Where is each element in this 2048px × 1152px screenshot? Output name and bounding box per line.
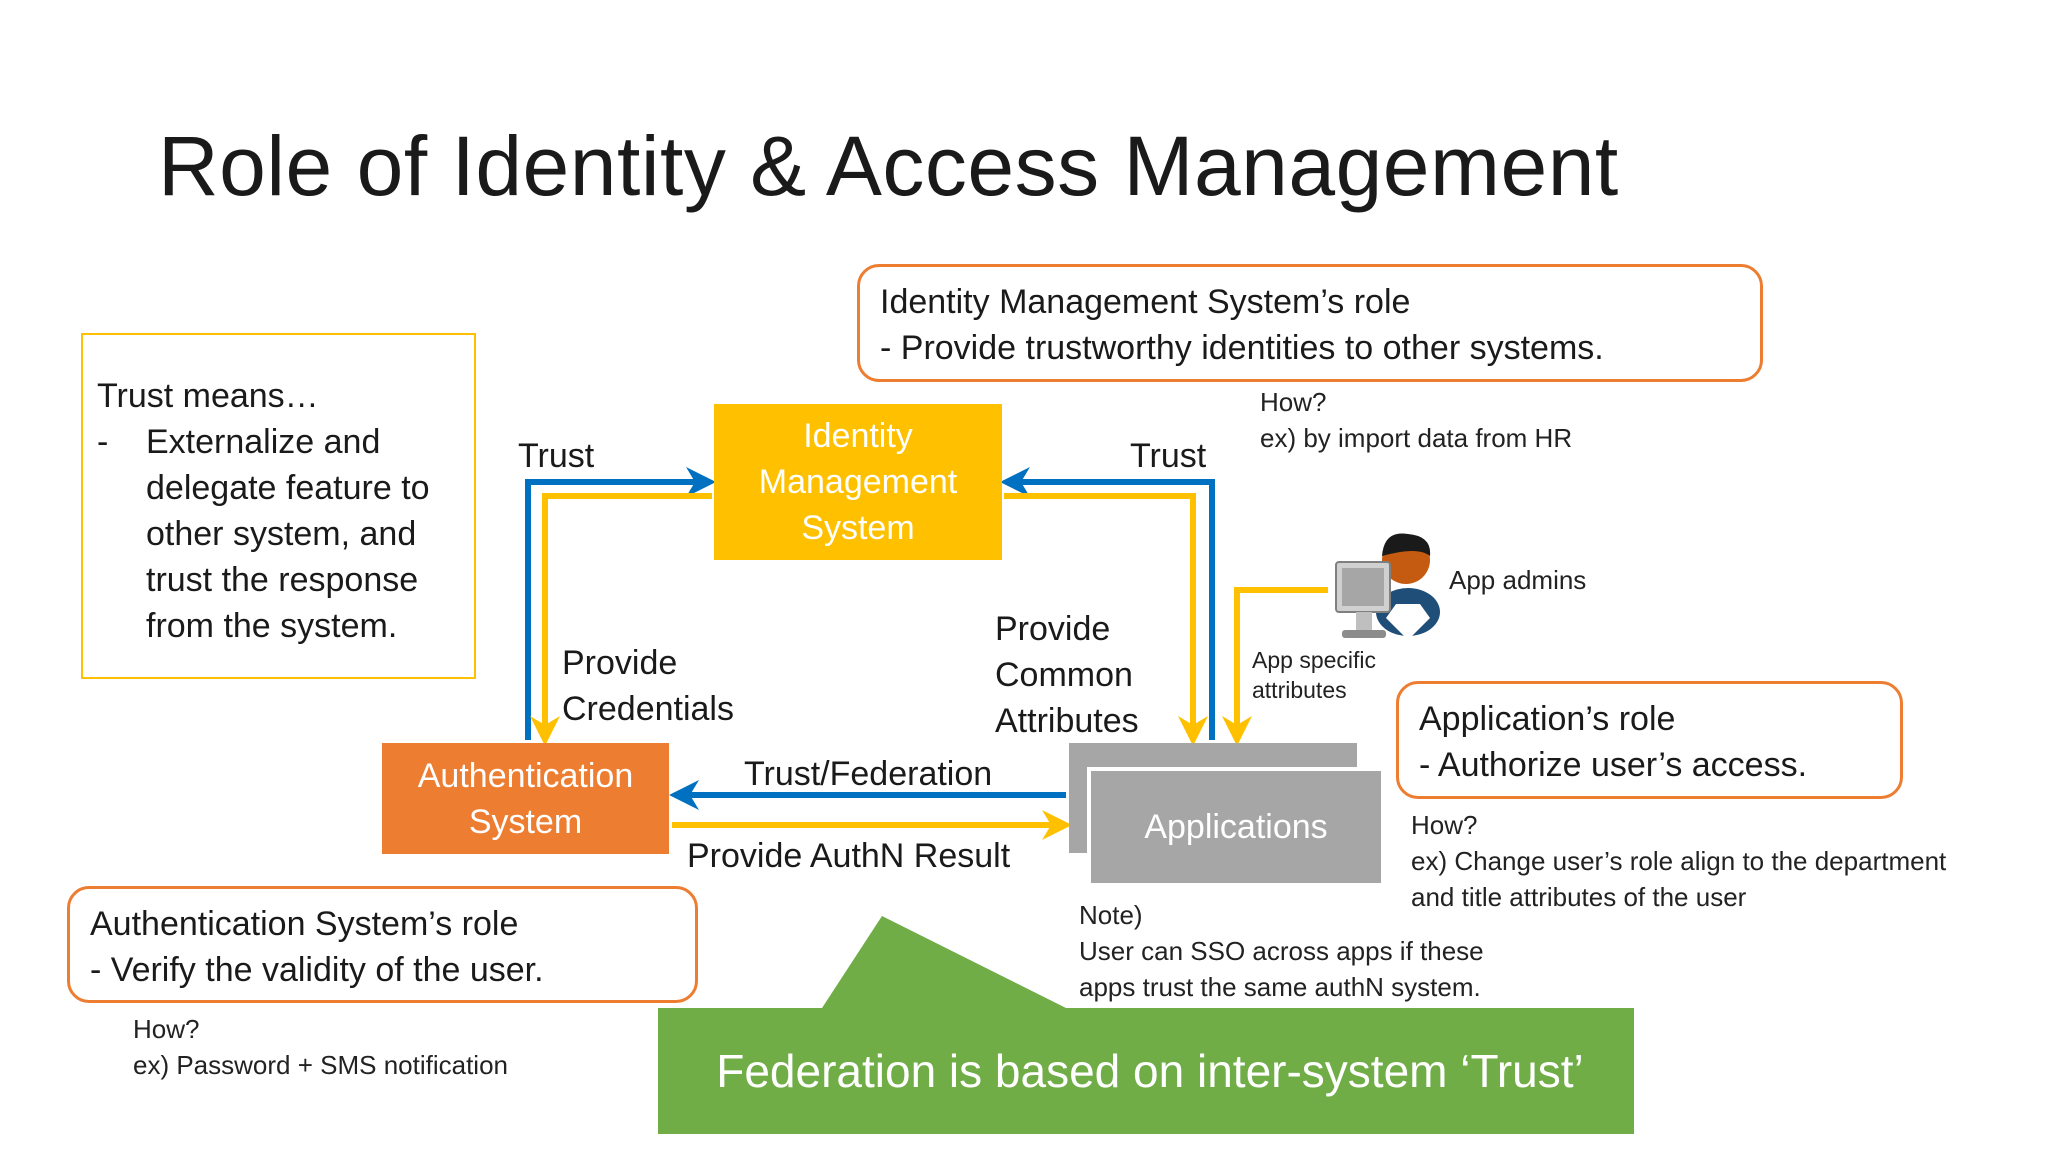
app-specific-attributes-line: attributes bbox=[1252, 677, 1347, 703]
idm-label-line: Identity bbox=[803, 417, 913, 455]
application-how-example: ex) Change user’s role align to the depa… bbox=[1411, 846, 1947, 876]
application-how-note: How? ex) Change user’s role align to the… bbox=[1411, 807, 1946, 915]
idm-how-label: How? bbox=[1260, 387, 1327, 417]
trust-arrow-left bbox=[525, 467, 716, 740]
authentication-role-title: Authentication System’s role bbox=[90, 905, 519, 943]
provide-common-attributes-label: Provide Common Attributes bbox=[995, 606, 1139, 744]
authn-label-line: Authentication bbox=[417, 756, 634, 795]
application-role-title: Application’s role bbox=[1419, 700, 1676, 738]
application-how-label: How? bbox=[1411, 810, 1478, 840]
admin-user-computer-icon bbox=[1335, 533, 1440, 640]
provide-common-attributes-arrow bbox=[1004, 493, 1208, 746]
idm-how-example: ex) by import data from HR bbox=[1260, 423, 1573, 453]
banner-shape bbox=[658, 916, 1634, 1134]
app-specific-attributes-arrow bbox=[1222, 587, 1328, 746]
trust-bullet-line: delegate feature to bbox=[146, 469, 430, 507]
authentication-role-callout: Authentication System’s role - Verify th… bbox=[67, 886, 698, 1003]
application-role-desc: - Authorize user’s access. bbox=[1419, 746, 1808, 784]
trust-bullet: - Externalize and delegate feature to ot… bbox=[97, 419, 456, 649]
applications-box: Applications bbox=[1087, 767, 1385, 887]
identity-management-system-box: Identity Management System bbox=[714, 404, 1002, 560]
trust-heading: Trust means… bbox=[97, 377, 319, 415]
idm-how-note: How? ex) by import data from HR bbox=[1260, 384, 1572, 456]
federation-banner-text: Federation is based on inter-system ‘Tru… bbox=[716, 1045, 1584, 1097]
app-specific-attributes-line: App specific bbox=[1252, 647, 1377, 673]
trust-bullet-text: Externalize and delegate feature to othe… bbox=[146, 419, 430, 649]
authentication-how-label: How? bbox=[133, 1014, 200, 1044]
trust-bullet-line: trust the response bbox=[146, 561, 419, 599]
provide-credentials-line: Credentials bbox=[562, 690, 734, 728]
idm-role-desc: - Provide trustworthy identities to othe… bbox=[880, 329, 1604, 367]
app-admins-label: App admins bbox=[1449, 565, 1587, 595]
authentication-how-note: How? ex) Password + SMS notification bbox=[133, 1011, 508, 1083]
note-text: apps trust the same authN system. bbox=[1079, 972, 1481, 1002]
trust-arrow-right bbox=[1000, 467, 1215, 740]
provide-common-attributes-line: Provide bbox=[995, 610, 1111, 648]
bullet-dash: - bbox=[97, 423, 109, 461]
applications-label: Applications bbox=[1144, 808, 1328, 846]
trust-bullet-line: from the system. bbox=[146, 607, 398, 645]
idm-label-line: System bbox=[801, 509, 915, 547]
authentication-system-box: Authentication System bbox=[382, 743, 669, 854]
trust-label-left: Trust bbox=[518, 437, 595, 475]
slide-title: Role of Identity & Access Management bbox=[158, 119, 1619, 213]
trust-definition-box: Trust means… - Externalize and delegate … bbox=[81, 333, 476, 679]
note-text: User can SSO across apps if these bbox=[1079, 936, 1484, 966]
note-heading: Note) bbox=[1079, 900, 1143, 930]
trust-bullet-line: other system, and bbox=[146, 515, 417, 553]
trust-bullet-line: Externalize and bbox=[146, 423, 381, 461]
provide-credentials-arrow bbox=[530, 493, 712, 746]
authentication-how-example: ex) Password + SMS notification bbox=[133, 1050, 508, 1080]
provide-common-attributes-line: Common bbox=[995, 656, 1133, 694]
idm-label-line: Management bbox=[758, 463, 958, 501]
trust-label-right: Trust bbox=[1130, 437, 1207, 475]
authentication-role-desc: - Verify the validity of the user. bbox=[90, 951, 544, 989]
provide-credentials-label: Provide Credentials bbox=[562, 640, 734, 732]
application-how-example: and title attributes of the user bbox=[1411, 882, 1747, 912]
idm-role-title: Identity Management System’s role bbox=[880, 283, 1411, 321]
provide-credentials-line: Provide bbox=[562, 644, 678, 682]
authn-label-line: System bbox=[468, 802, 583, 841]
trust-federation-label: Trust/Federation bbox=[744, 755, 993, 793]
app-specific-attributes-label: App specific attributes bbox=[1252, 645, 1376, 705]
application-role-callout: Application’s role - Authorize user’s ac… bbox=[1396, 681, 1903, 799]
idm-role-callout: Identity Management System’s role - Prov… bbox=[857, 264, 1763, 382]
provide-authn-result-label: Provide AuthN Result bbox=[687, 837, 1011, 875]
provide-common-attributes-line: Attributes bbox=[995, 702, 1139, 740]
sso-note: Note) User can SSO across apps if these … bbox=[1079, 897, 1484, 1005]
